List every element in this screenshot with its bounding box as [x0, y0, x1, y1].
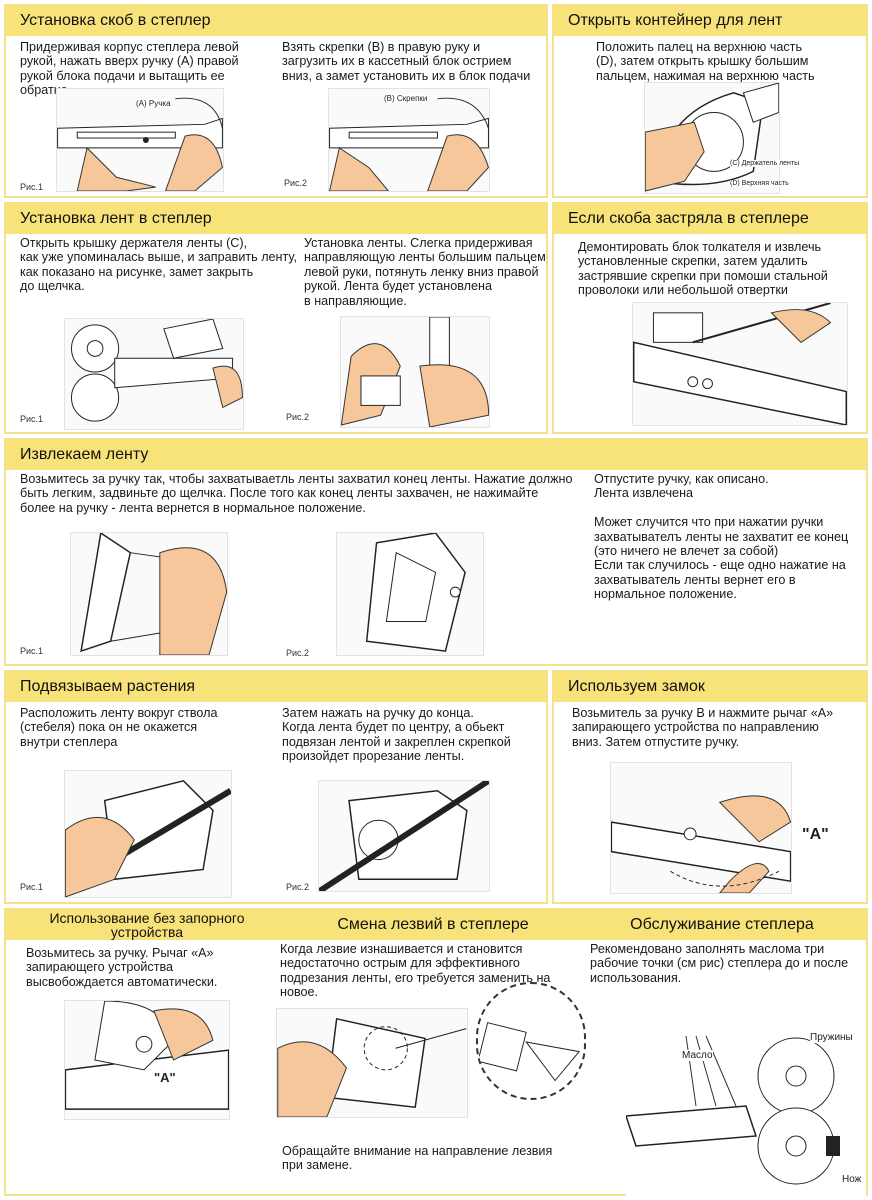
- instruction-text: Когда лезвие изнашивается и становится н…: [280, 942, 551, 1000]
- instruction-text: Возьмитесь за ручку. Рычаг «А» запирающе…: [26, 946, 218, 989]
- instruction-text: Демонтировать блок толкателя и извлечь у…: [578, 240, 828, 298]
- panel-title: Подвязываем растения: [6, 672, 546, 702]
- instruction-text: Положить палец на верхнюю часть (D), зат…: [596, 40, 815, 83]
- panel-install-tape: Установка лент в степлер Открыть крышку …: [4, 202, 548, 434]
- panel-remove-tape: Извлекаем ленту Возьмитесь за ручку так,…: [4, 438, 868, 666]
- panel-use-lock: Используем замок Возьмитель за ручку В и…: [552, 670, 868, 904]
- figure-tape-holder: [644, 82, 780, 194]
- callout-tape-holder-c: (С) Держатель ленты: [730, 160, 800, 167]
- label-oil: Масло: [682, 1050, 713, 1061]
- callout-handle-a: (А) Ручка: [136, 99, 171, 108]
- callout-top-part-d: (D) Верхняя часть: [730, 180, 789, 187]
- figure-label: Рис.1: [20, 182, 44, 192]
- panel-staple-jam: Если скоба застряла в степлере Демонтиро…: [552, 202, 868, 434]
- figure-label: Рис.2: [286, 648, 310, 658]
- label-knife: Нож: [842, 1174, 862, 1185]
- figure-wrap-stem: [64, 770, 232, 898]
- instruction-text: Рекомендовано заполнять маслома три рабо…: [590, 942, 849, 985]
- instruction-text: Затем нажать на ручку до конца. Когда ле…: [282, 706, 511, 764]
- figure-unlocked-lever: [64, 1000, 230, 1120]
- figure-label: Рис.2: [286, 412, 310, 422]
- panel-title: Установка лент в степлер: [6, 204, 546, 234]
- figure-staple-cassette: [328, 88, 490, 192]
- figure-lock-lever: [610, 762, 792, 894]
- instruction-text: Взять скрепки (В) в правую руку и загруз…: [282, 40, 531, 83]
- instruction-text: Открыть крышку держателя ленты (С), как …: [20, 236, 297, 294]
- figure-blade-stapler: [276, 1008, 468, 1118]
- lever-mark-a: "А": [154, 1070, 176, 1085]
- figure-label: Рис.1: [20, 414, 44, 424]
- instruction-text: Обращайте внимание на направление лезвия…: [282, 1144, 553, 1173]
- figure-tape-guide: [340, 316, 490, 428]
- panel-tie-plants: Подвязываем растения Расположить ленту в…: [4, 670, 548, 904]
- callout-staples-b: (В) Скрепки: [384, 94, 428, 103]
- figure-label: Рис.1: [20, 646, 44, 656]
- panel-title: Если скоба застряла в степлере: [554, 204, 866, 234]
- panel-title: Извлекаем ленту: [6, 440, 866, 470]
- figure-blade-detail: [476, 982, 586, 1100]
- instruction-text: Возьмитесь за ручку так, чтобы захватыва…: [20, 472, 573, 515]
- figure-stapler-handle: [56, 88, 224, 192]
- figure-label: Рис.1: [20, 882, 44, 892]
- instruction-text: Придерживая корпус степлера левой рукой,…: [20, 40, 239, 98]
- panel-title-servicing: Обслуживание степлера: [578, 910, 866, 940]
- figure-label: Рис.2: [284, 178, 308, 188]
- instruction-text: Расположить ленту вокруг ствола (стебеля…: [20, 706, 218, 749]
- panel-title: Используем замок: [554, 672, 866, 702]
- instruction-text: Отпустите ручку, как описано. Лента извл…: [594, 472, 849, 602]
- panel-install-staples: Установка скоб в степлер Придерживая кор…: [4, 4, 548, 198]
- instruction-text: Возьмитель за ручку В и нажмите рычаг «А…: [572, 706, 834, 749]
- instruction-text: Установка ленты. Слегка придерживая напр…: [304, 236, 546, 308]
- figure-tape-loading: [64, 318, 244, 430]
- lever-mark-a: "А": [802, 826, 829, 843]
- label-springs: Пружины: [810, 1032, 853, 1043]
- figure-label: Рис.2: [286, 882, 310, 892]
- figure-oil-points: [626, 1026, 866, 1196]
- panel-maintenance: Использование без запорного устройства С…: [4, 908, 868, 1196]
- panel-title: Открыть контейнер для лент: [554, 6, 866, 36]
- figure-cut-tape: [318, 780, 490, 892]
- panel-open-tape-container: Открыть контейнер для лент Положить пале…: [552, 4, 868, 198]
- panel-title-unlocked-use: Использование без запорного устройства: [6, 910, 288, 940]
- panel-title: Установка скоб в степлер: [6, 6, 546, 36]
- panel-title-blade-change: Смена лезвий в степлере: [288, 910, 578, 940]
- figure-jam-removal: [632, 302, 848, 426]
- figure-tape-grab: [70, 532, 228, 656]
- figure-tape-released: [336, 532, 484, 656]
